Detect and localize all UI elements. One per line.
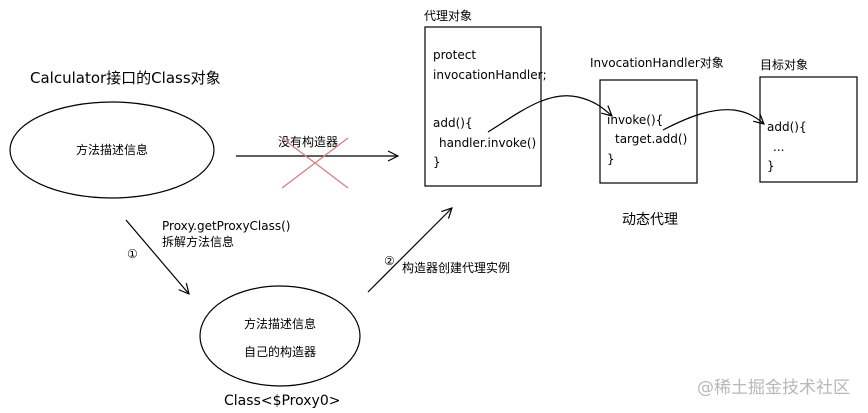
target-object-box bbox=[759, 76, 858, 183]
ellipse2-own-constructor: 自己的构造器 bbox=[244, 344, 316, 359]
handler-to-target-arrow bbox=[662, 109, 764, 131]
target-line-ellipsis: ... bbox=[773, 140, 784, 154]
no-constructor-label: 没有构造器 bbox=[278, 134, 338, 149]
target-object-title: 目标对象 bbox=[760, 58, 808, 72]
proxy-line-handler-invoke: handler.invoke() bbox=[439, 136, 536, 150]
class-proxy0-label: Class<$Proxy0> bbox=[224, 393, 340, 409]
ellipse1-method-info: 方法描述信息 bbox=[76, 142, 148, 157]
target-line-close-brace: } bbox=[767, 159, 775, 173]
proxy-getproxyclass-label: Proxy.getProxyClass() bbox=[162, 219, 290, 233]
step2-arrow bbox=[367, 208, 452, 293]
step2-marker: ② bbox=[384, 254, 395, 268]
proxy-object-title: 代理对象 bbox=[424, 9, 472, 23]
invocation-handler-title: InvocationHandler对象 bbox=[590, 56, 724, 70]
proxy-line-close-brace: } bbox=[433, 155, 441, 169]
target-line-add: add(){ bbox=[767, 120, 807, 134]
handler-line-invoke: invoke(){ bbox=[607, 113, 663, 127]
dynamic-proxy-caption: 动态代理 bbox=[622, 212, 678, 228]
watermark-text: @稀土掘金技术社区 bbox=[697, 378, 850, 398]
calculator-class-title: Calculator接口的Class对象 bbox=[30, 69, 221, 87]
red-cross-mark bbox=[281, 137, 349, 189]
handler-line-target-add: target.add() bbox=[615, 132, 687, 146]
ellipse2-method-info: 方法描述信息 bbox=[244, 316, 316, 331]
disassemble-method-info-label: 拆解方法信息 bbox=[162, 234, 234, 249]
proxy-line-invocation-handler: invocationHandler; bbox=[433, 68, 547, 82]
handler-line-close-brace: } bbox=[607, 152, 615, 166]
calculator-class-ellipse bbox=[9, 101, 215, 199]
proxy-to-handler-arrow bbox=[487, 95, 612, 133]
proxy-line-protect: protect bbox=[433, 48, 476, 62]
step1-arrow bbox=[125, 219, 189, 294]
invocation-handler-box bbox=[599, 79, 698, 184]
create-proxy-instance-label: 构造器创建代理实例 bbox=[402, 260, 510, 275]
proxy0-class-ellipse bbox=[199, 285, 361, 387]
step1-marker: ① bbox=[127, 247, 138, 261]
proxy-line-add: add(){ bbox=[433, 116, 473, 130]
proxy-object-box bbox=[424, 26, 542, 187]
